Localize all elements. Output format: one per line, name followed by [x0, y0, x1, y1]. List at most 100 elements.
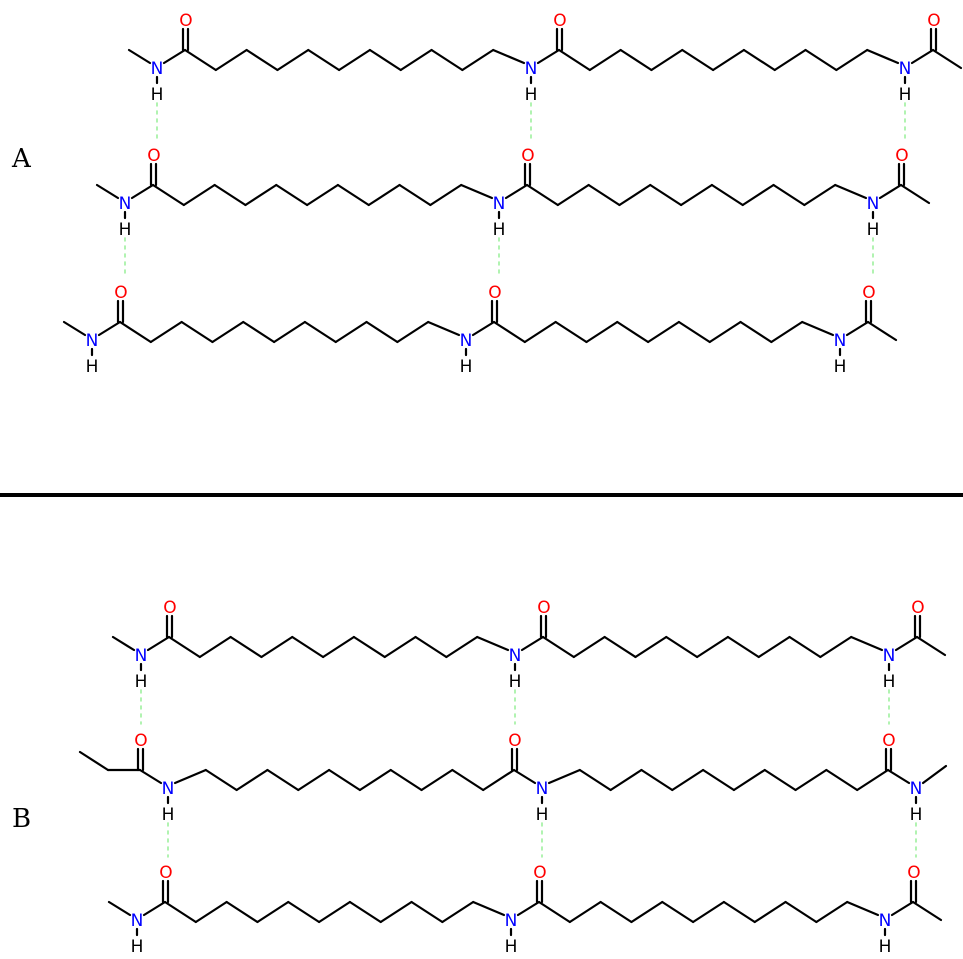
a-row1-chain-bond-0-11: [492, 48, 526, 65]
b-row2-nc-bond-2: [886, 768, 911, 785]
a-row2-chain-bond-0-10: [429, 183, 463, 207]
b-row1-nitrogen-2: N: [883, 646, 896, 666]
b-row2-chain-bond-0-6: [327, 768, 362, 792]
b-row3-chain-bond-1-1: [537, 900, 571, 924]
b-row2-chain-bond-0-1: [173, 768, 207, 785]
a-row1-chain-bond-1-5: [681, 48, 715, 72]
b-row2-chain-bond-1-8: [763, 768, 797, 792]
a-row1-left-methyl: [127, 48, 152, 65]
b-row1-oxygen-2: O: [911, 598, 924, 618]
a-row2-chain-bond-1-2: [556, 183, 590, 207]
a-row3-chain-bond-0-1: [118, 320, 152, 344]
a-row3-chain-bond-1-4: [585, 320, 619, 344]
b-row3-chain-bond-0-7: [348, 900, 382, 924]
a-row1-hydrogen-1: H: [525, 85, 538, 105]
a-row2-oxygen-2: O: [895, 146, 908, 166]
a-row3-oxygen-2: O: [862, 283, 875, 303]
b-row3-nc-bond-1: [516, 900, 541, 917]
a-row2-hydrogen-1: H: [493, 220, 506, 240]
a-row3-hydrogen-0: H: [86, 357, 99, 377]
a-row1-chain-bond-1-9: [804, 48, 838, 72]
b-row3-chain-bond-1-10: [815, 900, 849, 924]
b-row1-oxygen-1: O: [537, 598, 550, 618]
a-row1-oxygen-1: O: [553, 11, 566, 31]
a-row2-right-methyl: [899, 183, 931, 205]
a-row2-chain-bond-0-4: [244, 183, 278, 207]
b-row1-nitrogen-0: N: [135, 646, 148, 666]
a-row3-nc-bond-0: [97, 320, 122, 337]
b-row2-chain-bond-0-7: [358, 768, 392, 792]
a-row3-chain-bond-1-2: [523, 320, 557, 344]
b-row3-right-methyl: [911, 900, 943, 922]
a-row1-chain-bond-0-4: [276, 48, 310, 72]
a-row2-chain-bond-0-7: [336, 183, 370, 207]
a-row1-chain-bond-1-1: [557, 48, 591, 72]
a-row2-nc-bond-1: [504, 183, 529, 200]
a-row1-right-methyl: [931, 48, 963, 70]
a-row2-nc-bond-0: [130, 183, 155, 200]
a-row2-hydrogen-0: H: [119, 220, 132, 240]
b-row1-hydrogen-0: H: [135, 672, 148, 692]
panel-divider: [0, 493, 963, 497]
b-row2-oxygen-1: O: [508, 731, 521, 751]
a-row1-chain-bond-1-6: [711, 48, 746, 72]
b-row1-chain-bond-1-4: [634, 635, 668, 659]
a-row2-chain-bond-1-6: [679, 183, 714, 207]
b-row1-chain-bond-0-9: [414, 635, 448, 659]
a-row2-chain-bond-1-11: [834, 183, 868, 200]
a-row1-hydrogen-2: H: [899, 85, 912, 105]
b-row2-chain-bond-1-5: [671, 768, 705, 792]
a-row3-chain-bond-1-8: [708, 320, 742, 344]
b-row3-chain-bond-0-3: [225, 900, 259, 924]
a-row1-oxygen-2: O: [927, 11, 940, 31]
b-row2-chain-bond-1-3: [609, 768, 643, 792]
b-row2-chain-bond-1-1: [547, 768, 581, 785]
b-row3-nitrogen-1: N: [505, 911, 518, 931]
b-row3-nc-bond-0: [142, 900, 167, 917]
a-row2-left-methyl: [95, 183, 120, 200]
a-row1-nitrogen-2: N: [899, 59, 912, 79]
a-row3-chain-bond-0-6: [272, 320, 307, 344]
b-row3-nitrogen-0: N: [131, 911, 144, 931]
b-row1-chain-bond-0-4: [260, 635, 294, 659]
b-row2-chain-bond-1-2: [578, 768, 612, 792]
a-row1-chain-bond-1-11: [866, 48, 900, 65]
b-row1-chain-bond-1-9: [788, 635, 822, 659]
b-row2-oxygen-0: O: [134, 731, 147, 751]
a-row2-chain-bond-1-8: [741, 183, 775, 207]
b-row3-chain-bond-0-2: [194, 900, 228, 924]
b-row3-chain-bond-0-8: [379, 900, 413, 924]
a-row3-chain-bond-0-2: [149, 320, 183, 344]
a-row3-right-methyl: [866, 320, 898, 342]
b-row2-hydrogen-1: H: [536, 805, 549, 825]
b-row2-hydrogen-2: H: [910, 805, 923, 825]
a-row2-nitrogen-1: N: [493, 194, 506, 214]
a-row3-chain-bond-0-4: [211, 320, 245, 344]
b-row2-chain-bond-0-5: [297, 768, 331, 792]
a-row1-chain-bond-0-8: [399, 48, 433, 72]
a-row2-chain-bond-1-5: [649, 183, 683, 207]
b-row1-chain-bond-1-8: [757, 635, 791, 659]
a-row1-chain-bond-0-10: [461, 48, 495, 72]
b-row2-ethyl-a: [78, 750, 110, 772]
b-row1-chain-bond-0-6: [321, 635, 356, 659]
b-row1-left-methyl: [111, 635, 136, 652]
a-row1-chain-bond-1-8: [773, 48, 807, 72]
b-row3-chain-bond-1-9: [784, 900, 818, 924]
b-row1-chain-bond-0-2: [198, 635, 232, 659]
a-row3-chain-bond-0-9: [365, 320, 399, 344]
b-row2-chain-bond-1-9: [794, 768, 828, 792]
a-row3-chain-bond-0-8: [334, 320, 368, 344]
a-row1-hydrogen-0: H: [151, 85, 164, 105]
b-row1-oxygen-0: O: [163, 598, 176, 618]
b-row2-right-methyl: [921, 764, 948, 785]
b-row2-nc-bond-0: [138, 768, 163, 785]
b-row3-chain-bond-0-10: [441, 900, 475, 924]
a-row3-chain-bond-1-6: [646, 320, 681, 344]
b-row3-chain-bond-1-11: [846, 900, 880, 917]
b-row3-left-methyl: [107, 900, 132, 917]
a-row3-chain-bond-0-10: [396, 320, 430, 344]
b-row3-hydrogen-1: H: [505, 937, 518, 957]
